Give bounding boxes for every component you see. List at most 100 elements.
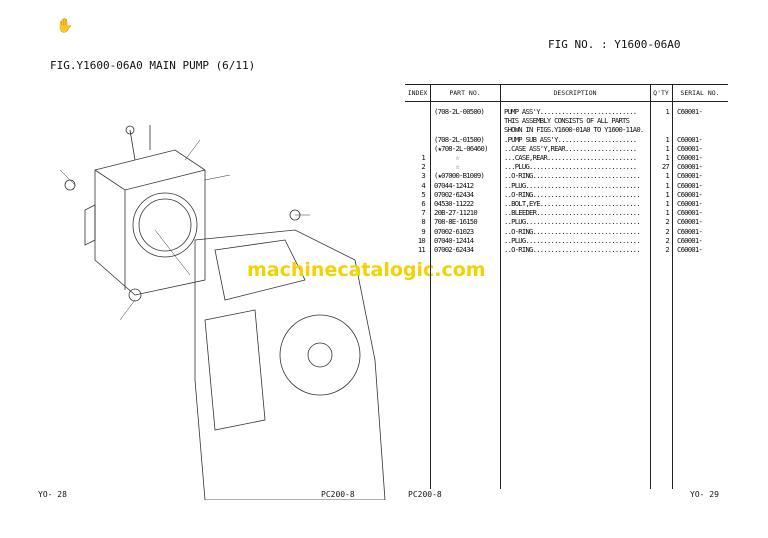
cell-qty: 2 <box>665 217 669 227</box>
cell-qty: 1 <box>665 208 669 218</box>
right-page-number: YO- 29 <box>690 490 719 499</box>
cell-desc: SHOWN IN FIGS.Y1600-01A0 TO Y1600-11A0. <box>504 125 644 135</box>
cell-serial: C60001- <box>677 180 703 190</box>
cell-desc: ..O-RING.............................. <box>504 226 641 236</box>
cell-qty: 2 <box>665 235 669 245</box>
cell-desc: PUMP ASS'Y........................... <box>504 107 637 116</box>
table-row: (708-2L-01500) .PUMP SUB ASS'Y...........… <box>405 135 728 144</box>
cell-desc: ..O-RING.............................. <box>504 171 641 181</box>
table-row: THIS ASSEMBLY CONSISTS OF ALL PARTS <box>405 116 728 125</box>
exploded-diagram <box>59 125 386 500</box>
cell-index: 8 <box>421 217 425 227</box>
table-row: 7 20B-27-11210 ..BLEEDER..................… <box>405 208 728 217</box>
cell-index: 3 <box>421 171 425 181</box>
table-row: 3 (★07000-B1009) ..O-RING.................… <box>405 171 728 180</box>
cell-index: 5 <box>421 189 425 199</box>
cell-serial: C60001- <box>677 208 703 218</box>
cell-desc: ..PLUG................................ <box>504 217 641 227</box>
col-qty: Q'TY <box>653 89 669 97</box>
table-row: 10 07040-12414 ..PLUG.....................… <box>405 236 728 245</box>
cell-qty: 27 <box>661 162 670 172</box>
col-description: DESCRIPTION <box>553 89 597 97</box>
fig-no: FIG NO. : Y1600-06A0 <box>548 38 681 51</box>
table-row: (★708-2L-06460) ..CASE ASS'Y,REAR........… <box>405 144 728 153</box>
cell-serial: C60001- <box>677 217 703 227</box>
cell-serial: C60001- <box>677 153 703 162</box>
cell-serial: C60001- <box>677 226 703 236</box>
col-serial: SERIAL NO. <box>680 89 720 97</box>
cell-desc: ..O-RING.............................. <box>504 245 641 254</box>
cell-desc: ..PLUG................................ <box>504 235 641 245</box>
cell-serial: C60001- <box>677 171 703 181</box>
cell-serial: C60001- <box>677 107 703 116</box>
cell-serial: C60001- <box>677 189 703 199</box>
cell-part: 07002-61023 <box>434 226 474 236</box>
cell-qty: 1 <box>665 107 669 116</box>
table-row: 4 07044-12412 ..PLUG......................… <box>405 181 728 190</box>
cell-qty: 2 <box>665 245 669 254</box>
table-row: 6 04530-11222 ..BOLT,EYE..................… <box>405 199 728 208</box>
cell-serial: C60001- <box>677 235 703 245</box>
cell-index: 11 <box>417 245 426 254</box>
cell-qty: 1 <box>665 199 669 208</box>
cell-part: (★708-2L-06460) <box>434 143 488 153</box>
cell-qty: 1 <box>665 134 669 144</box>
cell-part: 708-8E-16150 <box>434 217 478 227</box>
right-model: PC200-8 <box>408 490 442 499</box>
table-row: 5 07002-62434 ..O-RING....................… <box>405 190 728 199</box>
table-row: SHOWN IN FIGS.Y1600-01A0 TO Y1600-11A0. <box>405 125 728 134</box>
cell-qty: 2 <box>665 226 669 236</box>
cell-index: 2 <box>421 162 425 172</box>
cell-serial: C60001- <box>677 143 703 153</box>
cell-desc: ..BLEEDER............................. <box>504 208 641 218</box>
left-page-number: YO- 28 <box>38 490 67 499</box>
cell-serial: C60001- <box>677 162 703 172</box>
cell-index: 4 <box>421 180 425 190</box>
cell-part: 07002-62434 <box>434 245 474 254</box>
cell-desc: ...CASE,REAR......................... <box>504 153 637 162</box>
cell-serial: C60001- <box>677 245 703 254</box>
hand-cursor-icon: ✋ <box>56 18 74 34</box>
cell-qty: 1 <box>665 171 669 181</box>
cell-desc: ..PLUG................................ <box>504 180 641 190</box>
cell-desc: ...PLUG.............................. <box>504 162 637 172</box>
left-model: PC200-8 <box>321 490 355 499</box>
cell-index: 6 <box>421 199 425 208</box>
cell-part: 20B-27-11210 <box>434 208 478 218</box>
cell-part: (★07000-B1009) <box>434 171 485 181</box>
parts-table: INDEX PART NO. DESCRIPTION Q'TY SERIAL N… <box>405 84 728 489</box>
cell-part: 07040-12414 <box>434 235 474 245</box>
cell-part: 07044-12412 <box>434 180 474 190</box>
cell-index: 10 <box>417 235 426 245</box>
cell-serial: C60001- <box>677 199 703 208</box>
cell-part: (708-2L-01500) <box>434 134 485 144</box>
table-row: 9 07002-61023 ..O-RING....................… <box>405 227 728 236</box>
table-row: 1 ☆ ...CASE,REAR.........................… <box>405 153 728 162</box>
cell-index: 7 <box>421 208 425 218</box>
cell-desc: ..O-RING.............................. <box>504 189 641 199</box>
cell-part: ☆ <box>434 162 460 172</box>
cell-desc: THIS ASSEMBLY CONSISTS OF ALL PARTS <box>504 116 630 126</box>
cell-part: 04530-11222 <box>434 199 474 208</box>
table-row: (708-2L-00500) PUMP ASS'Y................… <box>405 107 728 116</box>
col-part-no: PART NO. <box>449 89 481 97</box>
cell-qty: 1 <box>665 143 669 153</box>
cell-index: 1 <box>421 153 425 162</box>
cell-qty: 1 <box>665 189 669 199</box>
cell-part: ☆ <box>434 153 460 162</box>
table-row: 2 ☆ ...PLUG..............................… <box>405 162 728 171</box>
cell-desc: ..BOLT,EYE............................ <box>504 199 641 208</box>
table-row: 11 07002-62434 ..O-RING...................… <box>405 245 728 254</box>
page-title: FIG.Y1600-06A0 MAIN PUMP (6/11) <box>50 59 256 72</box>
watermark: machinecatalogic.com <box>247 259 486 281</box>
cell-part: 07002-62434 <box>434 189 474 199</box>
col-index: INDEX <box>407 89 428 97</box>
cell-desc: ..CASE ASS'Y,REAR.................... <box>504 143 637 153</box>
table-row: 8 708-8E-16150 ..PLUG.....................… <box>405 217 728 226</box>
cell-qty: 1 <box>665 180 669 190</box>
cell-serial: C60001- <box>677 134 703 144</box>
cell-desc: .PUMP SUB ASS'Y...................... <box>504 134 637 144</box>
cell-index: 9 <box>421 226 425 236</box>
cell-part: (708-2L-00500) <box>434 107 485 116</box>
cell-qty: 1 <box>665 153 669 162</box>
